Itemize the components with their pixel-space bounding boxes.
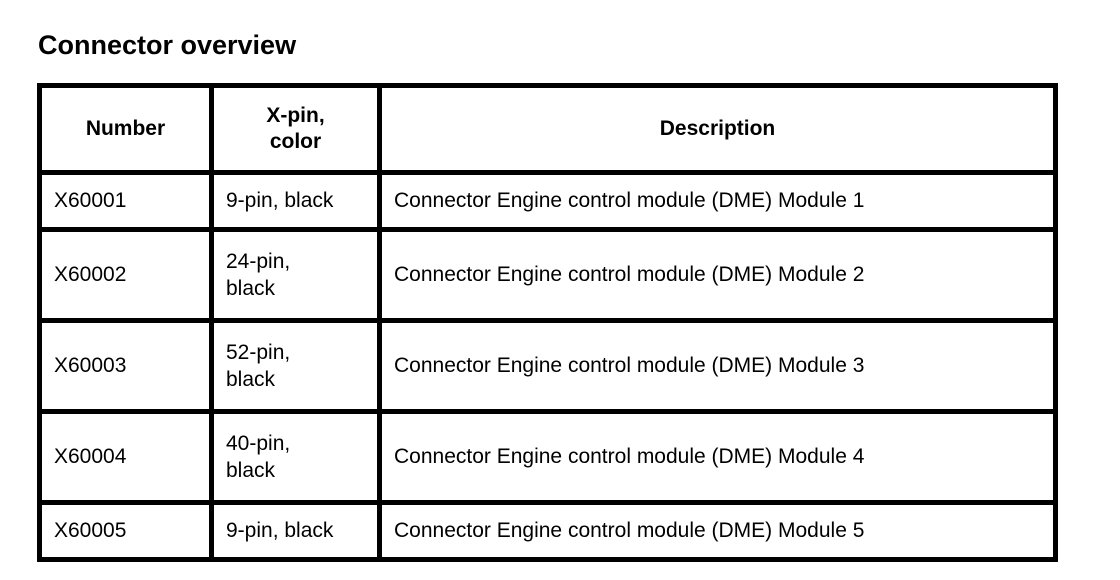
cell-pin-color: 9-pin, black: [209, 500, 382, 562]
header-number: Number: [37, 83, 214, 175]
cell-pin-color: 9-pin, black: [209, 170, 382, 232]
cell-number: X60003: [37, 318, 214, 414]
cell-number: X60005: [37, 500, 214, 562]
header-pin-color: X-pin, color: [209, 83, 382, 175]
table-row: X60002 24-pin, black Connector Engine co…: [37, 227, 1058, 323]
cell-description: Connector Engine control module (DME) Mo…: [377, 170, 1058, 232]
cell-number: X60004: [37, 409, 214, 505]
cell-description: Connector Engine control module (DME) Mo…: [377, 227, 1058, 323]
table-row: X60005 9-pin, black Connector Engine con…: [37, 500, 1058, 562]
cell-description: Connector Engine control module (DME) Mo…: [377, 409, 1058, 505]
cell-pin-color: 40-pin, black: [209, 409, 382, 505]
cell-description: Connector Engine control module (DME) Mo…: [377, 318, 1058, 414]
cell-number: X60001: [37, 170, 214, 232]
table-row: X60004 40-pin, black Connector Engine co…: [37, 409, 1058, 505]
header-description: Description: [377, 83, 1058, 175]
connector-overview-table: Number X-pin, color Description X60001 9…: [37, 83, 1058, 562]
cell-pin-color: 24-pin, black: [209, 227, 382, 323]
table-row: X60001 9-pin, black Connector Engine con…: [37, 170, 1058, 232]
cell-description: Connector Engine control module (DME) Mo…: [377, 500, 1058, 562]
page-title: Connector overview: [38, 30, 297, 61]
cell-number: X60002: [37, 227, 214, 323]
table-row: X60003 52-pin, black Connector Engine co…: [37, 318, 1058, 414]
table-header-row: Number X-pin, color Description: [37, 83, 1058, 175]
cell-pin-color: 52-pin, black: [209, 318, 382, 414]
